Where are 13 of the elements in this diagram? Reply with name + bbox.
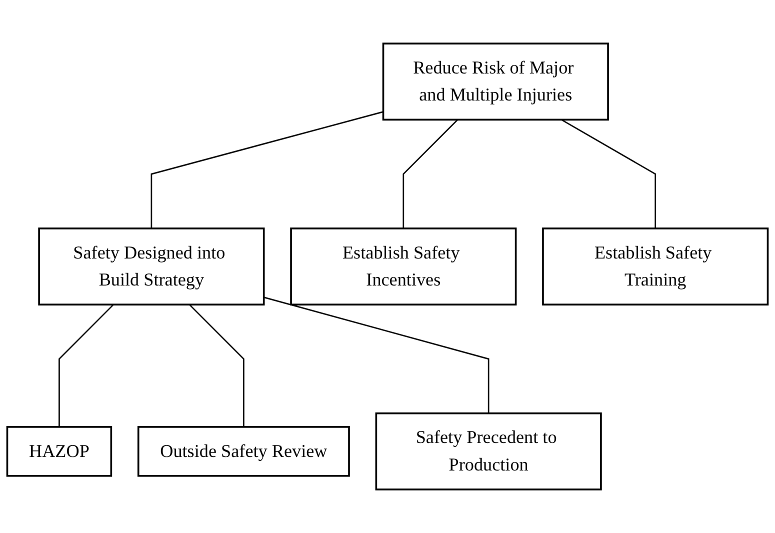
node-box: Outside Safety Review <box>137 426 350 477</box>
connector <box>561 119 656 228</box>
node-box: Safety Designed into Build Strategy <box>38 228 265 306</box>
connector <box>264 296 490 414</box>
node-box: Reduce Risk of Major and Multiple Injuries <box>382 42 609 121</box>
node-box: HAZOP <box>6 426 112 477</box>
connector <box>150 111 384 228</box>
connector <box>188 304 244 427</box>
connector <box>58 304 114 427</box>
connector <box>402 119 458 228</box>
node-box: Safety Precedent to Production <box>375 412 602 490</box>
node-box: Establish Safety Training <box>542 228 769 306</box>
node-box: Establish Safety Incentives <box>290 228 517 306</box>
